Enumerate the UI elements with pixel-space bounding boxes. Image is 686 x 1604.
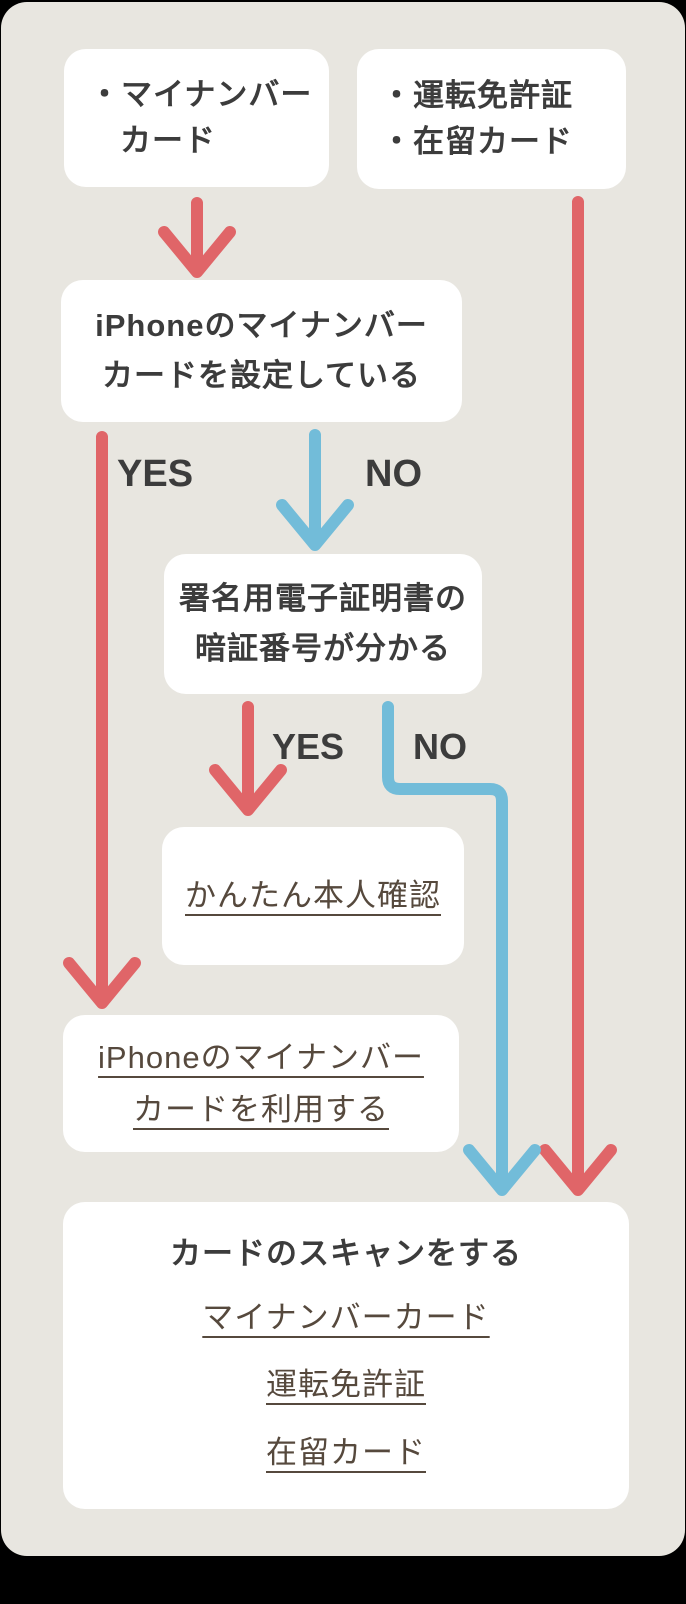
- flowchart-panel: ・マイナンバー カード ・運転免許証 ・在留カード iPhoneのマイナンバー …: [1, 2, 685, 1556]
- node-other-id-cards-source: ・運転免許証 ・在留カード: [357, 49, 626, 189]
- node-signature-cert-pin-question: 署名用電子証明書の 暗証番号が分かる: [164, 554, 482, 694]
- use-iphone-mynumber-link[interactable]: カードを利用する: [133, 1091, 389, 1127]
- node-use-iphone-mynumber: iPhoneのマイナンバー カードを利用する: [63, 1015, 459, 1152]
- node-easy-identity-check: かんたん本人確認: [162, 827, 464, 965]
- node-line: カードを設定している: [101, 358, 422, 393]
- arrow-setup-yes: [63, 431, 141, 1009]
- label-no-setup: NO: [365, 453, 422, 495]
- scan-residence-card-link[interactable]: 在留カード: [266, 1435, 426, 1471]
- scan-drivers-license-link[interactable]: 運転免許証: [266, 1367, 426, 1403]
- node-line: 署名用電子証明書の: [179, 581, 467, 616]
- node-line: ・運転免許証: [381, 78, 573, 113]
- node-line: 暗証番号が分かる: [195, 631, 451, 666]
- node-line: iPhoneのマイナンバー: [95, 308, 428, 343]
- label-yes-pin: YES: [272, 726, 345, 767]
- arrow-setup-no: [276, 429, 354, 551]
- node-line: ・在留カード: [381, 124, 573, 159]
- node-line: ・マイナンバー: [89, 77, 313, 112]
- label-yes-setup: YES: [117, 453, 194, 495]
- node-line: カード: [120, 123, 216, 158]
- node-iphone-mynumber-setup-question: iPhoneのマイナンバー カードを設定している: [61, 280, 462, 422]
- use-iphone-mynumber-link[interactable]: iPhoneのマイナンバー: [98, 1039, 424, 1075]
- label-no-pin: NO: [413, 726, 467, 767]
- arrow-other-ids-to-scan: [539, 196, 617, 1196]
- easy-identity-check-link[interactable]: かんたん本人確認: [185, 878, 441, 913]
- arrow-mynumber-to-setup: [158, 197, 236, 278]
- scan-mynumber-card-link[interactable]: マイナンバーカード: [202, 1299, 490, 1335]
- node-card-scan: カードのスキャンをする マイナンバーカード 運転免許証 在留カード: [63, 1202, 629, 1509]
- node-mynumber-card-source: ・マイナンバー カード: [64, 49, 329, 187]
- card-scan-title: カードのスキャンをする: [170, 1235, 522, 1271]
